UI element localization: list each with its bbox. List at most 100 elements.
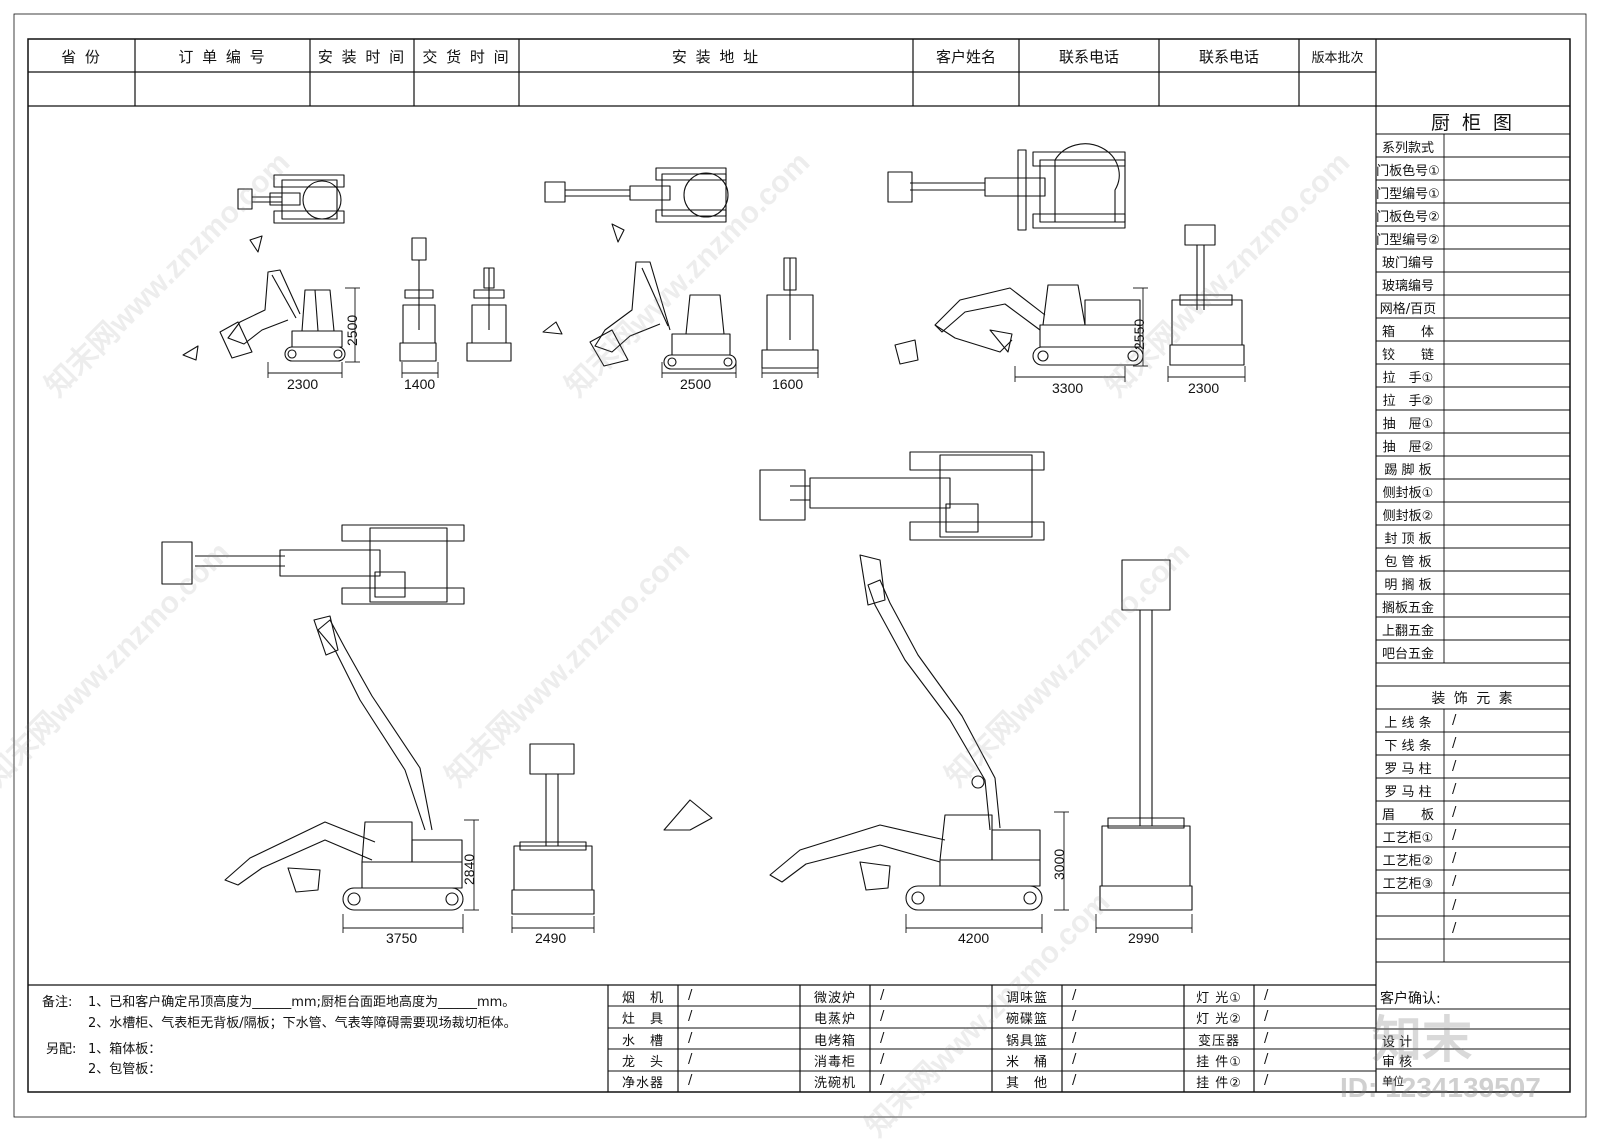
appliance-label: 电烤箱 <box>813 1034 856 1049</box>
dim-row2-1: 3750 <box>386 930 418 946</box>
sidebar-deco-slash: / <box>1452 713 1457 728</box>
sidebar-spec-label: 门板色号② <box>1376 210 1440 225</box>
appliance-label: 微波炉 <box>813 991 856 1006</box>
appliance-label: 挂 件② <box>1196 1076 1242 1091</box>
sidebar-spec-label: 门板色号① <box>1376 164 1440 179</box>
header-delivery-time: 交 货 时 间 <box>422 47 511 66</box>
appliance-slash: / <box>880 1031 885 1046</box>
sidebar-spec-label: 抽 屉① <box>1382 417 1434 432</box>
excavator-large2-top-view <box>759 451 1045 541</box>
header-install-time: 安 装 时 间 <box>317 47 407 66</box>
appliance-label: 挂 件① <box>1196 1055 1242 1070</box>
appliance-label: 消毒柜 <box>813 1055 856 1070</box>
sidebar-spec-label: 拉 手② <box>1382 394 1434 409</box>
appliance-slash: / <box>1072 988 1077 1003</box>
sidebar-title: 厨 柜 图 <box>1430 111 1516 134</box>
appliance-label: 净水器 <box>621 1076 664 1091</box>
dim-row1-5: 3300 <box>1052 380 1084 396</box>
customer-confirm-label: 客户确认: <box>1380 991 1441 1007</box>
appliance-label: 碗碟篮 <box>1005 1012 1048 1027</box>
appliance-slash: / <box>688 1073 693 1088</box>
excavator-large1-top-view <box>161 524 465 605</box>
sidebar-deco-slash: / <box>1452 736 1457 751</box>
sidebar-deco-label: 眉 板 <box>1381 808 1434 823</box>
watermark-id: ID: 1234139507 <box>1340 1072 1541 1103</box>
dim-height-1: 2500 <box>344 314 360 346</box>
appliance-label: 其 他 <box>1005 1076 1048 1091</box>
sidebar-deco-label: 下 线 条 <box>1384 739 1432 754</box>
sidebar-spec-label: 抽 屉② <box>1382 440 1434 455</box>
sidebar-deco-label: 工艺柜② <box>1382 854 1434 869</box>
appliance-label: 灶 具 <box>621 1012 664 1027</box>
sidebar-spec-label: 拉 手① <box>1382 371 1434 386</box>
sidebar-spec-label: 上翻五金 <box>1381 624 1434 639</box>
appliance-label: 调味篮 <box>1005 991 1048 1006</box>
dim-row2-3: 4200 <box>958 930 990 946</box>
excavator-large2-front-view <box>1099 559 1193 911</box>
sidebar-extra-slash-1: / <box>1452 898 1457 913</box>
sidebar-deco-title: 装 饰 元 素 <box>1431 690 1515 707</box>
notes-line-2: 2、水槽柜、气表柜无背板/隔板；下水管、气表等障碍需要现场裁切柜体。 <box>88 1016 517 1031</box>
appliance-slash: / <box>1264 1052 1269 1067</box>
sidebar-spec-label: 系列款式 <box>1381 141 1434 156</box>
appliance-slash: / <box>1072 1031 1077 1046</box>
sidebar-deco-label: 上 线 条 <box>1384 716 1432 731</box>
sidebar-spec-label: 包 管 板 <box>1384 555 1432 570</box>
header-install-address: 安 装 地 址 <box>671 47 761 66</box>
excavator-mini2-top-view <box>544 167 729 243</box>
dim-row2-2: 2490 <box>535 930 567 946</box>
header-phone-2: 联系电话 <box>1198 47 1259 66</box>
dim-height-4: 3000 <box>1051 848 1067 880</box>
dim-height-3: 2840 <box>461 853 477 885</box>
excavator-large1-front-view <box>511 743 595 915</box>
sidebar-spec-label: 明 搁 板 <box>1384 578 1432 593</box>
sidebar-deco-slash: / <box>1452 874 1457 889</box>
excavator-small-top-view <box>237 174 345 224</box>
header-customer-name: 客户姓名 <box>935 47 996 66</box>
sidebar-spec-label: 侧封板② <box>1382 509 1434 524</box>
sidebar-deco-label: 工艺柜① <box>1382 831 1434 846</box>
sidebar-spec-label: 箱 体 <box>1381 325 1434 340</box>
dim-row1-2: 1400 <box>404 376 436 392</box>
sidebar-spec-label: 网格/百页 <box>1379 302 1437 317</box>
appliance-slash: / <box>688 1031 693 1046</box>
appliance-slash: / <box>688 1009 693 1024</box>
designer-label: 设 计 <box>1382 1035 1413 1050</box>
sidebar-deco-slash: / <box>1452 805 1457 820</box>
unit-label: 单位 <box>1382 1075 1404 1088</box>
sidebar-spec-label: 铰 链 <box>1381 348 1434 363</box>
appliance-slash: / <box>1072 1052 1077 1067</box>
header-order-number: 订 单 编 号 <box>178 47 267 66</box>
extras-label: 另配: <box>46 1042 77 1057</box>
dim-row1-1: 2300 <box>287 376 319 392</box>
sidebar-deco-slash: / <box>1452 828 1457 843</box>
appliance-slash: / <box>1264 988 1269 1003</box>
sidebar-deco-label: 工艺柜③ <box>1382 877 1434 892</box>
excavator-medium-side-view <box>894 284 1144 366</box>
sidebar-spec-label: 吧台五金 <box>1381 647 1434 662</box>
appliance-slash: / <box>688 1052 693 1067</box>
dim-row2-4: 2990 <box>1128 930 1160 946</box>
sidebar-spec-label: 门型编号② <box>1376 233 1440 248</box>
sidebar-spec-label: 搁板五金 <box>1381 601 1434 616</box>
sidebar-extra-slash-2: / <box>1452 921 1457 936</box>
appliance-label: 水 槽 <box>621 1034 664 1049</box>
excavator-mini2-side-view <box>542 261 737 370</box>
extras-line-2: 2、包管板： <box>88 1062 162 1077</box>
appliance-slash: / <box>880 1052 885 1067</box>
excavator-medium-top-view <box>887 143 1126 231</box>
sidebar-deco-label: 罗 马 柱 <box>1384 785 1432 800</box>
appliance-slash: / <box>1264 1031 1269 1046</box>
sidebar-spec-label: 玻门编号 <box>1381 256 1434 271</box>
appliance-slash: / <box>688 988 693 1003</box>
appliance-slash: / <box>1072 1009 1077 1024</box>
sidebar-spec-label: 踢 脚 板 <box>1384 463 1432 478</box>
sidebar-deco-slash: / <box>1452 782 1457 797</box>
dim-row1-6: 2300 <box>1188 380 1220 396</box>
excavator-medium-front-view <box>1169 224 1245 366</box>
appliance-label: 米 桶 <box>1005 1055 1048 1070</box>
appliance-slash: / <box>1264 1073 1269 1088</box>
appliance-label: 洗碗机 <box>813 1076 856 1091</box>
